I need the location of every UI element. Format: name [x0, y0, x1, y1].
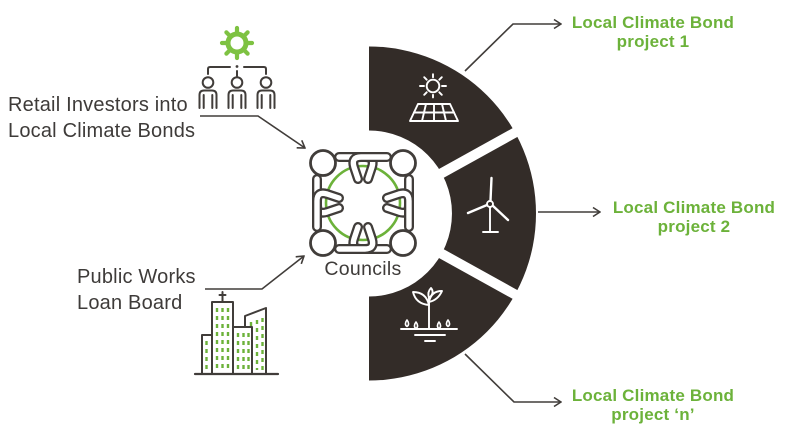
public-works-label-line2: Loan Board — [77, 292, 183, 315]
connector-retail-to-councils — [200, 115, 305, 148]
project-n-label: Local Climate Bond project ‘n’ — [567, 386, 739, 424]
project-ring — [369, 46, 536, 381]
public-works-loan-board-label: Public Works Loan Board — [77, 264, 196, 317]
retail-investors-label-line2: Local Climate Bonds — [8, 120, 196, 143]
ring-segments — [369, 46, 536, 381]
solar-panel-icon — [409, 73, 459, 122]
person-icon — [227, 76, 247, 109]
project-1-label: Local Climate Bond project 1 — [567, 13, 739, 51]
project-2-label-line1: Local Climate Bond — [612, 198, 776, 217]
gear-icon — [219, 25, 255, 61]
wind-turbine-icon — [466, 176, 510, 233]
project-1-label-line2: project 1 — [616, 32, 690, 52]
person-icon — [256, 76, 276, 109]
project-1-label-line1: Local Climate Bond — [571, 13, 735, 32]
city-buildings-icon — [193, 291, 280, 376]
public-works-label-line1: Public Works — [77, 266, 196, 288]
retail-investors-label: Retail Investors into Local Climate Bond… — [8, 92, 195, 145]
sprout-water-icon — [400, 287, 458, 342]
project-n-label-line2: project ‘n’ — [611, 405, 695, 425]
project-2-label: Local Climate Bond project 2 — [608, 198, 780, 236]
ring-gap-upper — [426, 119, 534, 185]
project-2-label-line2: project 2 — [657, 217, 731, 237]
ring-gap-lower — [426, 242, 534, 308]
investor-group-icon — [198, 25, 276, 109]
council-member-figure — [309, 188, 378, 257]
person-icon — [198, 76, 218, 109]
retail-investors-label-line1: Retail Investors into — [8, 94, 188, 116]
connector-pwlb-to-councils — [205, 256, 304, 290]
councils-roundtable-icon — [309, 149, 417, 257]
project-n-label-line1: Local Climate Bond — [571, 386, 735, 405]
connector-ring-to-project-n — [464, 353, 561, 402]
councils-label: Councils — [324, 258, 402, 280]
connector-ring-to-project-1 — [464, 24, 561, 72]
